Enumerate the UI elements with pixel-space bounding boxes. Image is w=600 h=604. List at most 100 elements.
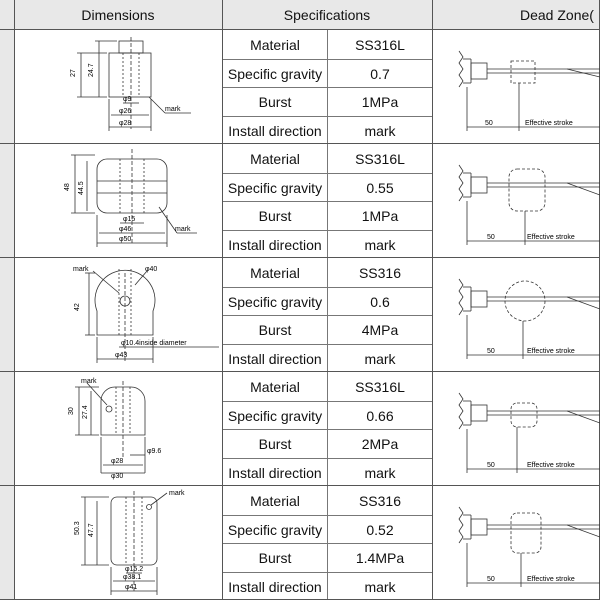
- spec-label-gravity: Specific gravity: [227, 179, 323, 196]
- spec-row-divider: [223, 344, 432, 345]
- spec-label-install: Install direction: [228, 122, 322, 139]
- dead-zone-header: Dead Zone(: [432, 0, 600, 30]
- dim-h1: 27: [70, 69, 77, 77]
- spec-value-install: mark: [364, 350, 396, 367]
- stroke-start: 50: [487, 462, 495, 469]
- dim-d2: φ28: [111, 458, 123, 465]
- spec-label-burst: Burst: [258, 435, 292, 452]
- dim-d2: φ43: [115, 352, 127, 359]
- dimension-drawing-1: 27 24.7 φ9 φ26 φ28 mark: [15, 31, 222, 143]
- stroke-start: 50: [485, 120, 493, 127]
- spec-value-burst: 2MPa: [361, 435, 399, 452]
- mark-label: mark: [73, 266, 89, 273]
- stroke-start: 50: [487, 234, 495, 241]
- effective-stroke: Effective stroke: [525, 120, 573, 127]
- spec-col-divider: [327, 144, 328, 257]
- effective-stroke: Effective stroke: [527, 348, 575, 355]
- dim-d3: φ50: [119, 236, 131, 243]
- spec-row-divider: [223, 572, 432, 573]
- spec-row-divider: [223, 429, 432, 430]
- stroke-start: 50: [487, 348, 495, 355]
- col-divider: [222, 0, 223, 600]
- dim-d1: φ9: [123, 96, 132, 103]
- spec-row-divider: [223, 201, 432, 202]
- spec-row-divider: [223, 515, 432, 516]
- spec-row-divider: [223, 287, 432, 288]
- row-divider: [0, 143, 600, 144]
- spec-value-burst: 1MPa: [361, 93, 399, 110]
- spec-label-install: Install direction: [228, 464, 322, 481]
- spec-label-install: Install direction: [228, 350, 322, 367]
- mark-label: mark: [175, 226, 191, 233]
- spec-col-divider: [327, 30, 328, 143]
- dim-h1: 48: [64, 183, 71, 191]
- spec-label-gravity: Specific gravity: [227, 407, 323, 424]
- spec-value-install: mark: [364, 236, 396, 253]
- spec-row-divider: [223, 87, 432, 88]
- spec-label-install: Install direction: [228, 236, 322, 253]
- row-stub-column: [0, 30, 14, 600]
- spec-value-gravity: 0.66: [366, 407, 394, 424]
- dead-zone-drawing-1: 50 Effective stroke: [433, 31, 600, 143]
- spec-label-material: Material: [250, 36, 300, 53]
- spec-row-divider: [223, 59, 432, 60]
- spec-label-burst: Burst: [258, 321, 292, 338]
- dimension-drawing-2: 48 44.5 φ15 φ46 φ50 mark: [15, 145, 222, 257]
- spec-label-gravity: Specific gravity: [227, 65, 323, 82]
- dim-h2: 27.4: [82, 405, 89, 419]
- dim-h1: 50.3: [74, 521, 81, 535]
- dim-d1: φ9.6: [147, 448, 161, 455]
- spec-row-divider: [223, 458, 432, 459]
- spec-value-gravity: 0.52: [366, 521, 394, 538]
- spec-value-gravity: 0.7: [370, 65, 390, 82]
- dimension-drawing-5: mark 50.3 47.7 φ15.2 φ38.1 φ41: [15, 487, 222, 599]
- left-header-stub: [0, 0, 14, 30]
- dim-top: φ40: [145, 266, 157, 273]
- spec-value-burst: 1.4MPa: [355, 549, 405, 566]
- spec-label-burst: Burst: [258, 207, 292, 224]
- spec-value-gravity: 0.55: [366, 179, 394, 196]
- effective-stroke: Effective stroke: [527, 234, 575, 241]
- dim-h2: 24.7: [88, 63, 95, 77]
- spec-value-gravity: 0.6: [370, 293, 390, 310]
- row-divider: [0, 257, 600, 258]
- spec-row-divider: [223, 173, 432, 174]
- dead-zone-drawing-2: 50 Effective stroke: [433, 145, 600, 257]
- spec-value-burst: 1MPa: [361, 207, 399, 224]
- spec-value-material: SS316L: [355, 150, 405, 167]
- spec-value-material: SS316L: [355, 36, 405, 53]
- row-divider: [0, 371, 600, 372]
- spec-col-divider: [327, 486, 328, 599]
- spec-label-material: Material: [250, 150, 300, 167]
- spec-label-gravity: Specific gravity: [227, 521, 323, 538]
- row-divider: [0, 485, 600, 486]
- dim-h2: 44.5: [78, 181, 85, 195]
- spec-label-install: Install direction: [228, 578, 322, 595]
- dim-d1: φ10.4inside diameter: [121, 340, 187, 347]
- mark-label: mark: [169, 490, 185, 497]
- dim-h1: 42: [74, 303, 81, 311]
- spec-label-burst: Burst: [258, 549, 292, 566]
- spec-label-material: Material: [250, 264, 300, 281]
- dimension-drawing-4: mark 30 27.4 φ9.6 φ28 φ30: [15, 373, 222, 485]
- col-divider: [432, 0, 433, 600]
- dim-h2: 47.7: [88, 523, 95, 537]
- spec-value-install: mark: [364, 122, 396, 139]
- effective-stroke: Effective stroke: [527, 576, 575, 583]
- spec-row-divider: [223, 543, 432, 544]
- dim-d2: φ46: [119, 226, 131, 233]
- spec-value-material: SS316: [358, 492, 402, 509]
- dim-d1: φ15: [123, 216, 135, 223]
- spec-col-divider: [327, 258, 328, 371]
- dimensions-header: Dimensions: [14, 0, 222, 30]
- dim-d2: φ26: [119, 108, 131, 115]
- spec-value-material: SS316: [358, 264, 402, 281]
- spec-value-burst: 4MPa: [361, 321, 399, 338]
- stroke-start: 50: [487, 576, 495, 583]
- spec-col-divider: [327, 372, 328, 485]
- spec-value-install: mark: [364, 464, 396, 481]
- spec-row-divider: [223, 315, 432, 316]
- dead-zone-drawing-3: 50 Effective stroke: [433, 259, 600, 371]
- dead-zone-drawing-4: 50 Effective stroke: [433, 373, 600, 485]
